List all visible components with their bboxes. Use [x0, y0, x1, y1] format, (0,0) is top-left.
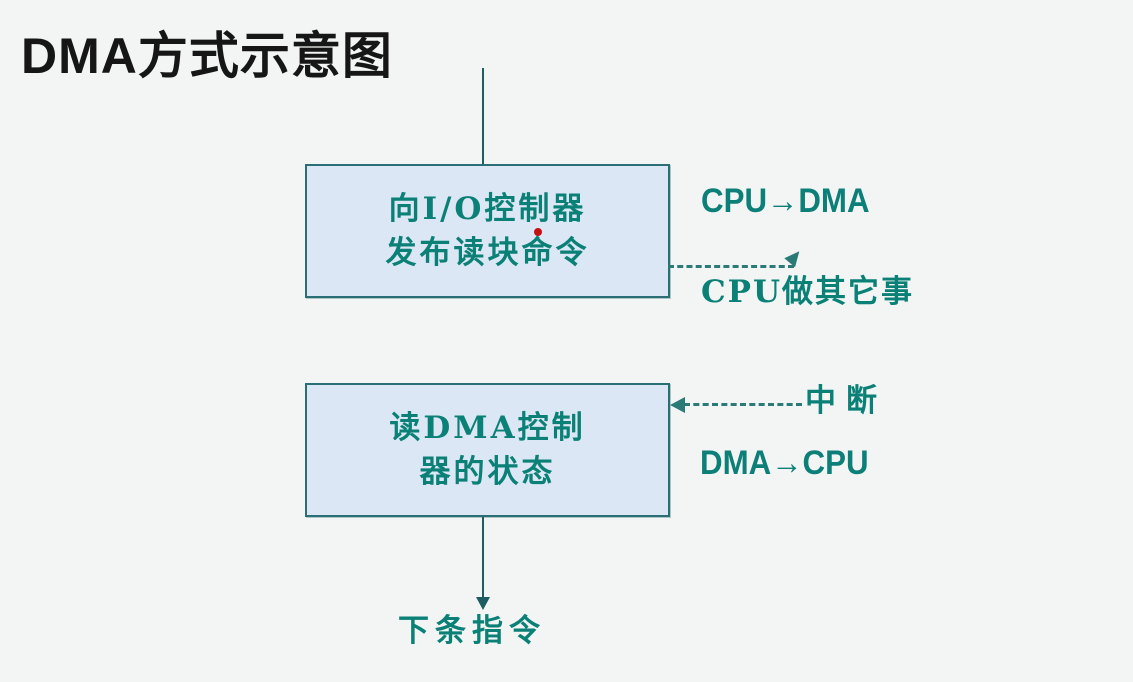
interrupt-dashed-line	[684, 403, 802, 406]
annotation-next-instruction: 下条指令	[398, 613, 546, 649]
interrupt-arrowhead-icon	[670, 397, 685, 413]
box2-text-line1: 读DMA控制	[389, 410, 586, 446]
annotation-cpu-does-other-things: CPU做其它事	[701, 274, 915, 310]
annotation-cpu-to-dma: CPU→DMA	[701, 182, 870, 220]
connector-into-box1	[482, 68, 484, 164]
flow-box-read-dma-status: 读DMA控制 器的状态	[305, 383, 670, 517]
connector-out-of-box2	[482, 517, 484, 601]
next-instruction-arrowhead-icon	[476, 597, 490, 610]
annotation-dma-to-cpu: DMA→CPU	[700, 444, 869, 482]
page-title: DMA方式示意图	[21, 28, 393, 84]
box1-text-line2: 发布读块命令	[385, 235, 590, 271]
dashed-arrow-cpu-other-line	[668, 265, 794, 268]
box1-text-line1: 向I/O控制器	[388, 191, 587, 227]
annotation-interrupt: 中断	[805, 383, 887, 419]
pointer-dot	[534, 228, 542, 236]
flow-box-issue-read-command: 向I/O控制器 发布读块命令	[305, 164, 670, 298]
box2-text-line2: 器的状态	[419, 454, 556, 490]
